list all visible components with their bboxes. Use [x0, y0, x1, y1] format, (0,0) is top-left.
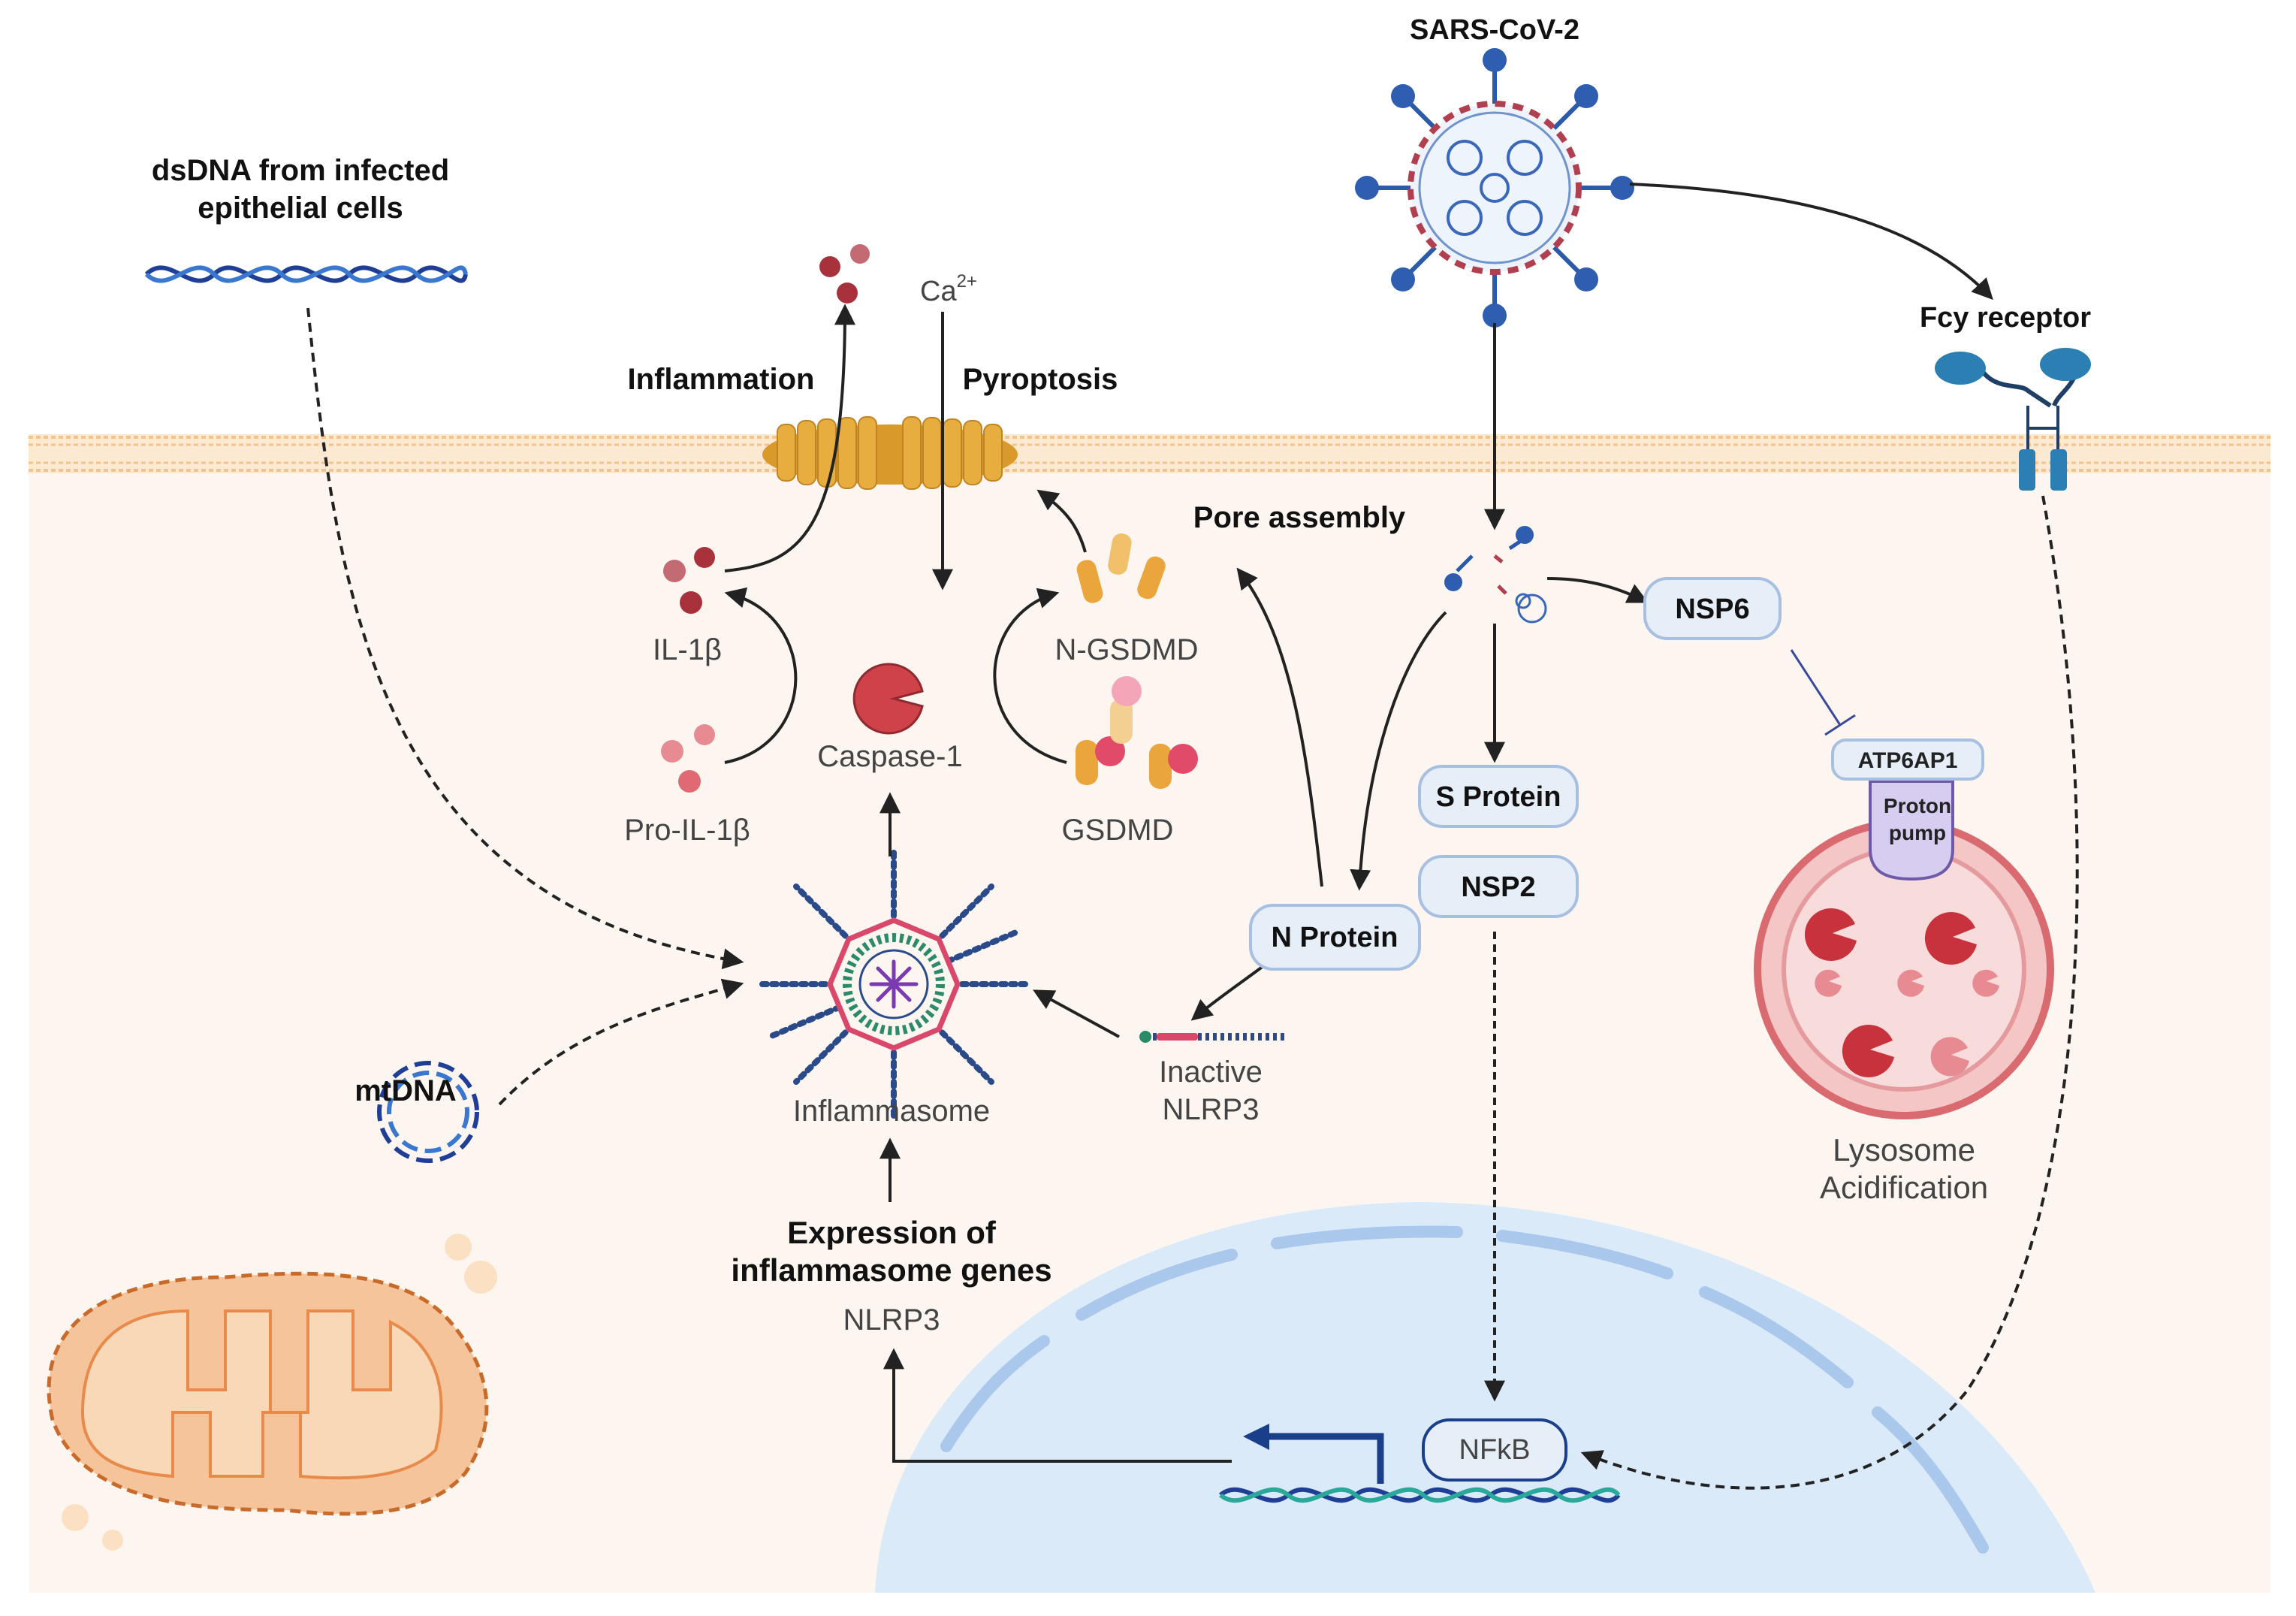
arrow-virus-to-fcy [1629, 183, 1993, 301]
lysosome-label-line2: Acidification [1820, 1170, 1988, 1205]
gsdmd-label: GSDMD [1062, 814, 1174, 847]
transcription-start-arrow-icon [1243, 1424, 1384, 1484]
inflammasome-label: Inflammasome [793, 1095, 990, 1128]
released-il1b-icon [819, 244, 870, 304]
mitochondrion-icon [47, 1234, 497, 1551]
sars-cov-2-label: SARS-CoV-2 [1410, 14, 1579, 46]
n-gsdmd-icon [1076, 533, 1166, 603]
proton-pump-label-line2: pump [1889, 821, 1946, 844]
dsdna-helix-icon [144, 265, 468, 283]
nsp2-label: NSP2 [1461, 871, 1535, 903]
nsp6-label: NSP6 [1675, 594, 1749, 625]
pore-assembly-label: Pore assembly [1193, 501, 1406, 534]
inactive-nlrp3-label-line1: Inactive [1159, 1056, 1263, 1089]
pro-il1b-label: Pro-IL-1β [624, 814, 750, 847]
n-protein-label: N Protein [1272, 922, 1398, 953]
mtdna-icon [377, 1061, 479, 1163]
nfkb-label: NFkB [1459, 1434, 1531, 1466]
virus-fragments-icon [1444, 526, 1547, 624]
mtdna-label: mtDNA [355, 1074, 457, 1107]
cell-membrane [29, 434, 2270, 473]
caspase-1-label: Caspase-1 [817, 740, 962, 773]
caspase-1-icon [852, 663, 924, 735]
arrow-nlrp3-to-inflammasome [1033, 989, 1120, 1038]
arrow-dsdna-to-inflammasome [306, 307, 744, 970]
atp6ap1-label: ATP6AP1 [1858, 748, 1958, 773]
gsdmd-pore-icon [762, 416, 1018, 490]
inactive-nlrp3-label-line2: NLRP3 [1163, 1093, 1260, 1126]
expression-label-line2: inflammasome genes [731, 1252, 1051, 1288]
sars-cov-2-virus-icon [1355, 48, 1634, 328]
n-gsdmd-label: N-GSDMD [1054, 633, 1198, 666]
fcy-receptor-icon [1935, 348, 2091, 491]
s-protein-pill: S Protein [1418, 765, 1579, 828]
arrow-fcy-to-nfkb [1580, 495, 2079, 1490]
arrow-fragments-to-nsp6 [1546, 577, 1649, 603]
nlrp3-gene-label: NLRP3 [843, 1303, 940, 1337]
dsdna-label-line2: epithelial cells [198, 192, 403, 225]
pro-il1b-icon [661, 724, 715, 793]
il1b-label: IL-1β [653, 633, 722, 666]
s-protein-label: S Protein [1436, 781, 1561, 813]
inhibition-nsp6-to-atp6ap1 [1790, 649, 1856, 736]
arrow-n-protein-to-nlrp3 [1190, 960, 1271, 1021]
proton-pump-icon [1831, 739, 1984, 881]
arrow-n-protein-to-pore-assembly [1236, 567, 1323, 887]
arrow-gsdmd-to-n-gsdmd [993, 587, 1067, 764]
proton-pump-label-line1: Proton [1884, 794, 1951, 817]
inflammasome-icon [756, 846, 1032, 1122]
arrow-fragments-to-n-protein [1350, 611, 1447, 891]
nuclear-dna-helix-icon [1219, 1487, 1621, 1503]
nsp2-pill: NSP2 [1418, 855, 1579, 918]
arrow-il1b-to-outside [724, 304, 855, 572]
expression-label-line1: Expression of [787, 1215, 997, 1250]
lysosome-label-line1: Lysosome [1833, 1132, 1975, 1167]
gsdmd-icon [1076, 676, 1198, 789]
inflammation-label: Inflammation [628, 363, 815, 396]
calcium-label: Ca2+ [920, 271, 977, 307]
nsp6-pill: NSP6 [1643, 577, 1782, 640]
arrow-n-gsdmd-to-pore [1036, 489, 1087, 553]
pyroptosis-label: Pyroptosis [963, 363, 1118, 396]
dsdna-label-line1: dsDNA from infected [152, 154, 449, 187]
arrow-pro-il1b-to-il1b [724, 587, 798, 764]
pathway-arrows [306, 183, 2079, 1490]
inactive-nlrp3-icon [1139, 1031, 1284, 1043]
n-protein-pill: N Protein [1249, 904, 1421, 971]
nfkb-pill: NFkB [1422, 1418, 1567, 1482]
fcy-receptor-label: Fcy receptor [1920, 302, 2091, 334]
arrow-mtdna-to-inflammasome [498, 978, 744, 1106]
il1b-icon [663, 547, 715, 614]
arrow-dna-to-nlrp3-expression [883, 1348, 1232, 1463]
